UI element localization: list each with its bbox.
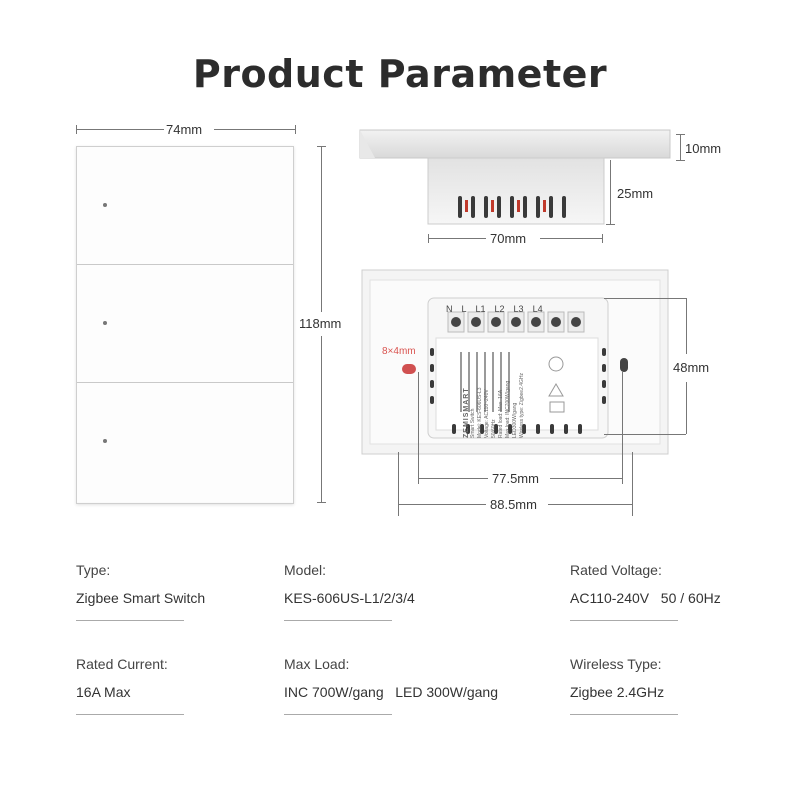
spec-label: Type:	[76, 562, 111, 578]
side-width-label: 70mm	[490, 231, 527, 246]
gang-button-3	[77, 383, 293, 502]
mounting-hole	[402, 364, 416, 374]
side-view-drawing	[359, 129, 671, 225]
spec-value: INC 700W/gang LED 300W/gang	[284, 684, 499, 700]
dim-tick	[676, 160, 685, 161]
divider	[284, 620, 392, 621]
spec-rated-voltage: Rated Voltage: AC110-240V 50 / 60Hz	[570, 562, 800, 621]
terminal-label: L1	[475, 304, 486, 314]
spec-label: Wireless Type:	[570, 656, 662, 672]
spec-label: Model:	[284, 562, 327, 578]
module-text-line: Voltage: AC110~240V	[484, 389, 490, 438]
dim-line	[604, 298, 686, 299]
module-text-line: Rated load: Max. 16A	[498, 389, 504, 438]
hole-size-label: 8×4mm	[382, 346, 416, 357]
dim-line	[398, 504, 486, 505]
spec-label: Rated Voltage:	[570, 562, 662, 578]
module-text-line: Model: KES-606US-L3	[477, 387, 483, 438]
divider	[76, 620, 184, 621]
divider	[570, 620, 678, 621]
dim-line	[418, 372, 419, 484]
page-title: Product Parameter	[192, 52, 608, 96]
terminal-label: L	[461, 304, 467, 314]
terminal-label: N	[446, 304, 453, 314]
dim-line	[680, 134, 681, 160]
spec-value: KES-606US-L1/2/3/4	[284, 590, 415, 606]
front-width-label: 74mm	[166, 122, 203, 137]
terminal-label: L2	[494, 304, 505, 314]
module-text-line: Wireless type: Zigbee2.4GHz	[519, 372, 525, 438]
back-height-label: 48mm	[673, 360, 710, 375]
spec-value: Zigbee 2.4GHz	[570, 684, 665, 700]
dim-tick	[606, 224, 615, 225]
terminal-label: L3	[513, 304, 524, 314]
spec-value: AC110-240V 50 / 60Hz	[570, 590, 721, 606]
module-text-line: 50/60Hz	[491, 419, 497, 438]
module-label-block: ZEMISMART Smart Switch Model: KES-606US-…	[463, 346, 557, 438]
dim-line	[604, 434, 686, 435]
spec-value: 16A Max	[76, 684, 131, 700]
side-depth-label: 25mm	[617, 186, 654, 201]
indicator-led	[103, 321, 107, 325]
dim-line	[418, 478, 488, 479]
dim-line	[321, 336, 322, 502]
front-panel	[76, 146, 294, 504]
spec-max-load: Max Load: INC 700W/gang LED 300W/gang	[284, 656, 514, 715]
dim-tick	[317, 502, 326, 503]
gang-button-2	[77, 265, 293, 383]
spec-rated-current: Rated Current: 16A Max	[76, 656, 306, 715]
dim-tick	[602, 234, 603, 243]
dim-tick	[295, 125, 296, 134]
module-terminal-labels: N L L1 L2 L3 L4	[446, 304, 596, 314]
dim-line	[321, 146, 322, 312]
spec-label: Rated Current:	[76, 656, 168, 672]
module-brand: ZEMISMART	[463, 387, 470, 438]
dim-line	[548, 504, 632, 505]
dim-line	[398, 452, 399, 516]
module-text-line: LED300W/gang	[512, 402, 518, 438]
dim-line	[686, 382, 687, 434]
spec-value: Zigbee Smart Switch	[76, 590, 206, 606]
dim-line	[610, 160, 611, 224]
dim-line	[622, 372, 623, 484]
dim-line	[428, 238, 486, 239]
dim-line	[540, 238, 602, 239]
module-text-line: Max.load: INC700W/gang	[505, 380, 511, 438]
hole-spacing-label: 77.5mm	[492, 471, 539, 486]
divider	[570, 714, 678, 715]
spec-type: Type: Zigbee Smart Switch	[76, 562, 306, 621]
spec-wireless-type: Wireless Type: Zigbee 2.4GHz	[570, 656, 800, 715]
dim-line	[76, 129, 164, 130]
gang-button-1	[77, 147, 293, 265]
dim-line	[214, 129, 296, 130]
back-width-label: 88.5mm	[490, 497, 537, 512]
module-name: Smart Switch	[470, 408, 476, 438]
mounting-hole	[620, 358, 628, 372]
front-height-label: 118mm	[299, 316, 342, 331]
divider	[284, 714, 392, 715]
indicator-led	[103, 203, 107, 207]
side-thickness-label: 10mm	[685, 141, 722, 156]
dim-line	[632, 452, 633, 516]
spec-label: Max Load:	[284, 656, 350, 672]
spec-model: Model: KES-606US-L1/2/3/4	[284, 562, 514, 621]
dim-line	[550, 478, 622, 479]
terminal-label: L4	[532, 304, 543, 314]
dim-line	[686, 298, 687, 354]
divider	[76, 714, 184, 715]
indicator-led	[103, 439, 107, 443]
